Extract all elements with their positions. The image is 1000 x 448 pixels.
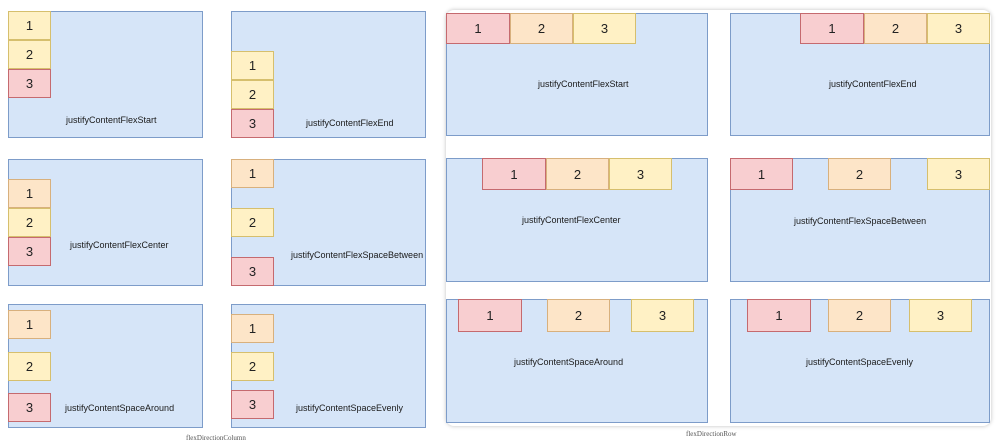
row-space-between-item-2: 2 [828,158,891,190]
row-flex-start-item-3: 3 [573,13,636,44]
column-space-around-item-2: 2 [8,352,51,381]
column-flex-center-item-1: 1 [8,179,51,208]
column-flex-start-item-2: 2 [8,40,51,69]
column-flex-start-label: justifyContentFlexStart [66,115,157,125]
row-space-evenly-item-2: 2 [828,299,891,332]
column-space-between-item-2: 2 [231,208,274,237]
column-caption: flexDirectionColumn [186,434,246,442]
row-space-evenly-label: justifyContentSpaceEvenly [806,357,914,367]
row-caption: flexDirectionRow [686,430,737,438]
column-flex-end-item-2: 2 [231,80,274,109]
column-space-between-item-1: 1 [231,159,274,188]
column-space-evenly-item-3: 3 [231,390,274,419]
column-space-around-item-1: 1 [8,310,51,339]
row-flex-end-item-1: 1 [800,13,864,44]
row-flex-center-label: justifyContentFlexCenter [522,215,621,225]
row-flex-start-item-1: 1 [446,13,510,44]
column-flex-center-label: justifyContentFlexCenter [70,240,169,250]
column-flex-end-item-3: 3 [231,109,274,138]
column-space-between-item-3: 3 [231,257,274,286]
column-flex-end-item-1: 1 [231,51,274,80]
row-space-between-item-3: 3 [927,158,990,190]
row-space-around-label: justifyContentSpaceAround [514,357,624,367]
column-flex-start-item-3: 3 [8,69,51,98]
row-flex-end-item-2: 2 [864,13,927,44]
row-flex-start-item-2: 2 [510,13,573,44]
row-space-evenly-item-1: 1 [747,299,811,332]
row-flex-end-label: justifyContentFlexEnd [829,79,917,89]
row-flex-start-label: justifyContentFlexStart [538,79,629,89]
row-space-around-item-3: 3 [631,299,694,332]
column-flex-end-label: justifyContentFlexEnd [306,118,394,128]
row-flex-center-item-1: 1 [482,158,546,190]
column-space-around-label: justifyContentSpaceAround [65,403,175,413]
column-flex-center-item-3: 3 [8,237,51,266]
row-space-around-item-1: 1 [458,299,522,332]
column-space-evenly-item-1: 1 [231,314,274,343]
column-space-evenly-item-2: 2 [231,352,274,381]
row-flex-end-item-3: 3 [927,13,990,44]
row-flex-center-item-3: 3 [609,158,672,190]
row-space-between-item-1: 1 [730,158,793,190]
column-flex-start-item-1: 1 [8,11,51,40]
row-flex-space-between-label: justifyContentFlexSpaceBetween [794,216,927,226]
column-flex-center-item-2: 2 [8,208,51,237]
column-flex-space-between-label: justifyContentFlexSpaceBetween [291,250,424,260]
column-space-evenly-label: justifyContentSpaceEvenly [296,403,404,413]
row-space-around-item-2: 2 [547,299,610,332]
column-space-around-item-3: 3 [8,393,51,422]
row-flex-center-item-2: 2 [546,158,609,190]
row-space-evenly-item-3: 3 [909,299,972,332]
